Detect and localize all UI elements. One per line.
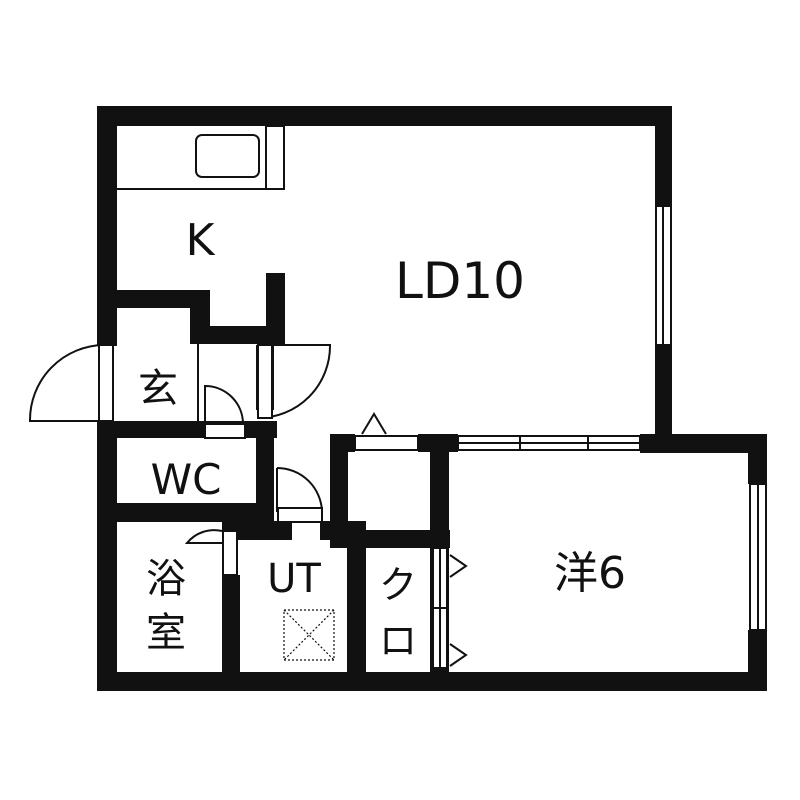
room-label-bath-2: 室: [146, 610, 186, 656]
entrance-door[interactable]: [28, 344, 105, 422]
room-label-western: 洋6: [554, 548, 626, 599]
ut-top-wall: [222, 521, 292, 540]
outer-wall-right-upper-b: [655, 345, 672, 451]
center-spine-lower: [256, 421, 274, 521]
outer-wall-left-lower: [97, 421, 117, 691]
kitchen-partition-post: [266, 273, 285, 343]
entrance-door-frame: [98, 344, 114, 422]
toilet-bottom-wall: [97, 503, 274, 522]
room-label-entrance: 玄: [138, 366, 178, 412]
entrance-inner-door-frame: [257, 344, 273, 419]
bath-door[interactable]: [184, 529, 223, 544]
room-label-closet-1: ク: [379, 563, 417, 607]
kitchen-step-wall-h: [190, 326, 285, 344]
outer-wall-top: [97, 106, 672, 126]
vent-triangle-icon: [361, 412, 387, 435]
room-label-ut: UT: [267, 556, 321, 602]
room-label-bath-1: 浴: [146, 556, 186, 602]
fridge-icon: [265, 125, 285, 190]
room-label-wc: WC: [151, 455, 222, 504]
outer-wall-left-upper: [97, 106, 117, 346]
outer-wall-right-upper-a: [655, 106, 672, 206]
walls: [97, 106, 767, 691]
center-box-top-left: [330, 434, 355, 452]
sink-icon: [195, 134, 260, 178]
room-label-closet-2: ロ: [379, 619, 417, 663]
toilet-top-wall: [97, 421, 277, 438]
center-box-left-wall: [330, 434, 348, 540]
fixtures: [28, 125, 767, 669]
entrance-top-wall: [97, 290, 210, 308]
ut-door[interactable]: [276, 467, 324, 513]
center-box-bottom-wall: [330, 530, 450, 548]
ut-right-wall: [347, 521, 366, 691]
room-label-kitchen: K: [186, 215, 216, 266]
entrance-inner-door[interactable]: [257, 344, 332, 419]
washer-spot-icon: [283, 609, 335, 661]
center-box-door[interactable]: [354, 435, 419, 451]
closet-handle-lower-icon: [449, 643, 468, 667]
western-room-top-wall: [640, 434, 767, 453]
bath-right-wall-lower: [222, 575, 240, 690]
toilet-door[interactable]: [204, 384, 245, 425]
room-label-ld: LD10: [395, 252, 525, 310]
closet-handle-upper-icon: [449, 554, 468, 578]
closet-left-wall: [362, 540, 366, 690]
outer-wall-right-lower-b: [748, 630, 767, 690]
